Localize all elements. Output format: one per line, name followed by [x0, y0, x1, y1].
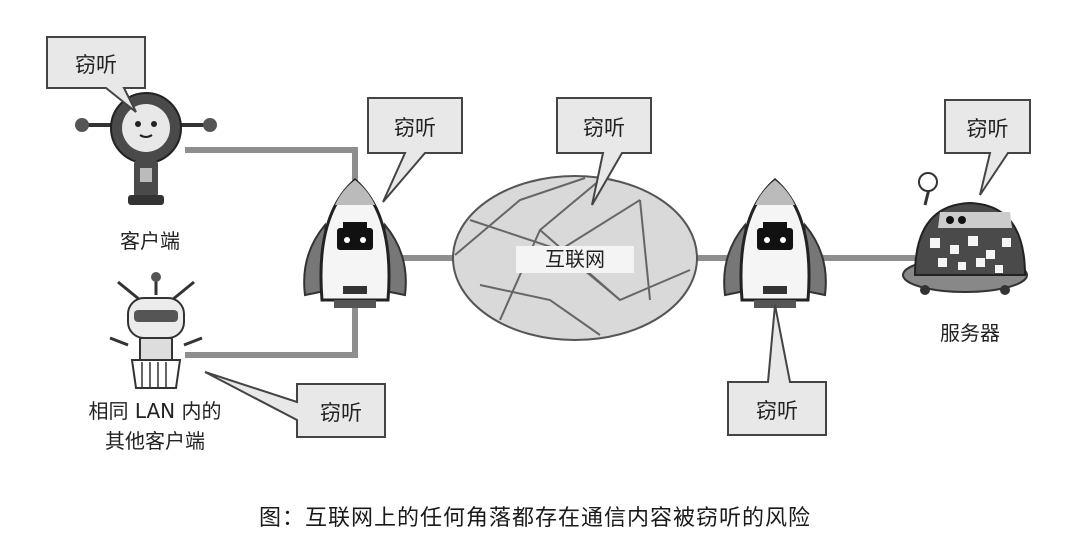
left-router-eavesdrop-text: 窃听: [394, 116, 436, 140]
server-label: 服务器: [940, 321, 1000, 345]
lan-client-label-line2: 其他客户端: [105, 429, 205, 453]
left-router-rocket-icon: [303, 178, 407, 308]
internet-eavesdrop-bubble: [556, 97, 652, 206]
eavesdrop-bubbles: [46, 36, 1031, 438]
client-eavesdrop-text: 窃听: [75, 53, 117, 77]
internet-label: 互联网: [516, 246, 634, 273]
figure-caption: 图：互联网上的任何角落都存在通信内容被窃听的风险: [258, 506, 811, 531]
right-router-rocket-icon: [723, 178, 827, 308]
client-eavesdrop-bubble: [46, 36, 146, 113]
right-router-eavesdrop-text: 窃听: [756, 399, 798, 423]
left-router-eavesdrop-bubble: [367, 97, 463, 203]
client-robot-icon: [75, 92, 217, 205]
server-robot-icon: [902, 172, 1028, 295]
lan-client-to-router-line: [185, 300, 358, 358]
lan-client-robot-icon: [109, 272, 203, 389]
server-eavesdrop-text: 窃听: [966, 117, 1009, 141]
client-to-router-line: [185, 147, 358, 220]
lan-client-eavesdrop-bubble: [204, 371, 386, 438]
client-label: 客户端: [120, 229, 180, 253]
right-router-eavesdrop-bubble: [727, 304, 827, 436]
lan-client-label-line1: 相同 LAN 内的: [88, 399, 222, 423]
lan-client-eavesdrop-text: 窃听: [320, 401, 362, 425]
internet-eavesdrop-text: 窃听: [583, 116, 625, 140]
server-eavesdrop-bubble: [944, 99, 1031, 196]
